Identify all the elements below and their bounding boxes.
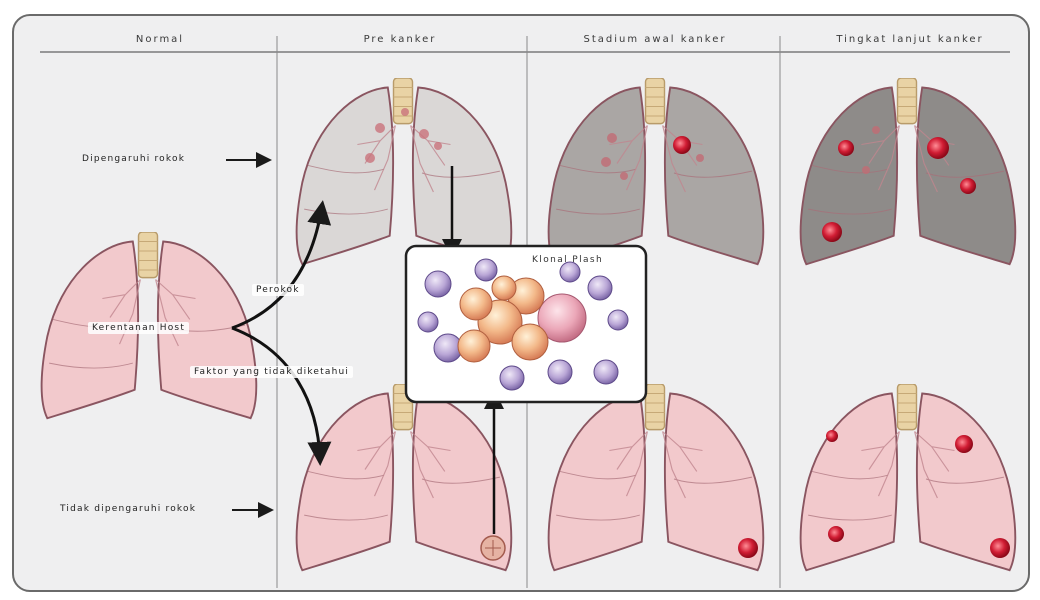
- tumor: [955, 435, 973, 453]
- tumor: [838, 140, 854, 156]
- tumor: [738, 538, 758, 558]
- tumor: [990, 538, 1010, 558]
- tumor: [828, 526, 844, 542]
- tumor: [673, 136, 691, 154]
- tumor: [822, 222, 842, 242]
- lung-pre-cancer-smoker: [297, 78, 512, 264]
- factor-host-susceptibility: Kerentanan Host: [88, 322, 189, 334]
- tumor: [927, 137, 949, 159]
- row-label-non-smoking: Tidak dipengaruhi rokok: [56, 503, 200, 515]
- factor-smoker: Perokok: [252, 284, 304, 296]
- inset-title: Klonal Plash: [532, 255, 603, 265]
- lung-advanced-stage-smoker: [801, 78, 1016, 264]
- tumor: [826, 430, 838, 442]
- lung-early-stage-nonsmoker: [549, 384, 764, 570]
- lung-early-stage-smoker: [549, 78, 764, 264]
- lung-pre-cancer-nonsmoker: [297, 384, 512, 570]
- lung-advanced-stage-nonsmoker: [801, 384, 1016, 570]
- clonal-patch-inset: Klonal Plash: [406, 246, 646, 402]
- tumor: [960, 178, 976, 194]
- factor-unknown: Faktor yang tidak diketahui: [190, 366, 353, 378]
- row-label-smoking: Dipengaruhi rokok: [78, 153, 189, 165]
